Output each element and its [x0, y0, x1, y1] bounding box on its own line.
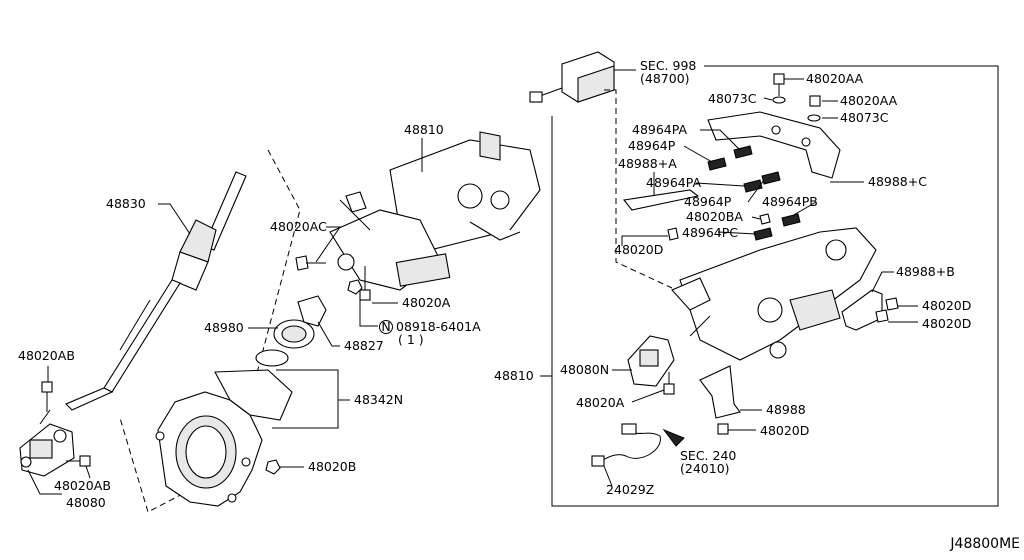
- part-labels: 48810 48830 48020AC 48020A 08918-6401A (…: [18, 58, 1020, 552]
- seal-48827: [297, 295, 327, 327]
- washer-48073C-1: [772, 96, 786, 104]
- bolt-48020D-4: [717, 423, 729, 435]
- label-48827: 48827: [344, 338, 384, 353]
- bolt-48020BA: [759, 213, 771, 225]
- label-48020B: 48020B: [308, 459, 356, 474]
- label-48964PA-2: 48964PA: [646, 175, 702, 190]
- label-48080N: 48080N: [560, 362, 609, 377]
- bolt-48020D-1: [667, 227, 679, 241]
- label-sec-998-ref: (48700): [640, 71, 690, 86]
- label-48988C: 48988+C: [868, 174, 927, 189]
- bracket-48988A: [622, 189, 700, 211]
- label-48020D-3: 48020D: [922, 316, 971, 331]
- label-sec-240-ref: (24010): [680, 461, 730, 476]
- pad-48964P-2: [761, 171, 781, 185]
- label-sec-240: SEC. 240: [680, 448, 736, 463]
- label-48020BA: 48020BA: [686, 209, 743, 224]
- pad-48964PC: [753, 227, 773, 241]
- bolt-48020AB-top: [41, 381, 53, 412]
- label-48964P-1: 48964P: [628, 138, 676, 153]
- label-48020AA-2: 48020AA: [840, 93, 898, 108]
- pad-48964P-1: [707, 157, 727, 171]
- label-48020AB-bottom: 48020AB: [54, 478, 111, 493]
- label-48980: 48980: [204, 320, 244, 335]
- pad-48964PB: [781, 213, 801, 227]
- label-48020AC: 48020AC: [270, 219, 327, 234]
- bolt-48020D-3: [875, 309, 889, 323]
- bolt-48020AA-2: [809, 95, 821, 107]
- label-48810-top: 48810: [404, 122, 444, 137]
- label-48020AB-top: 48020AB: [18, 348, 75, 363]
- steering-column-48810-top: [329, 131, 541, 291]
- bolt-48020AB-bottom: [66, 455, 91, 467]
- universal-joint-48080N: [627, 335, 675, 387]
- label-48020A-left: 48020A: [402, 295, 451, 310]
- washer-48073C-2: [807, 114, 821, 122]
- label-08918-qty: ( 1 ): [398, 332, 424, 347]
- steering-column-48810-right: [671, 227, 877, 361]
- bracket-48988: [699, 365, 741, 419]
- diagram-code: J48800ME: [949, 536, 1020, 552]
- label-48073C-2: 48073C: [840, 110, 889, 125]
- label-08918-6401A: 08918-6401A: [396, 319, 481, 334]
- bolt-48020A-left: [359, 266, 371, 301]
- bolt-48020A-right: [663, 372, 675, 395]
- label-48020A-right: 48020A: [576, 395, 625, 410]
- label-48020D-1: 48020D: [614, 242, 663, 257]
- label-48964PB: 48964PB: [762, 194, 818, 209]
- label-48964PC: 48964PC: [682, 225, 738, 240]
- clamp-48980: [255, 319, 315, 367]
- bolt-48020AA-1: [773, 73, 785, 96]
- label-sec-998: SEC. 998: [640, 58, 696, 73]
- label-24029Z: 24029Z: [606, 482, 654, 497]
- module-dashed-leader: [604, 89, 673, 289]
- label-48080: 48080: [66, 495, 106, 510]
- bracket-48988C: [707, 111, 841, 179]
- leader-lines: [27, 69, 918, 495]
- label-48964P-2: 48964P: [684, 194, 732, 209]
- label-48830: 48830: [106, 196, 146, 211]
- steering-shaft-48830: [65, 171, 247, 411]
- label-48020D-2: 48020D: [922, 298, 971, 313]
- bolt-48020D-2: [885, 297, 899, 311]
- label-48020AA-1: 48020AA: [806, 71, 864, 86]
- nut-symbol-n: N: [379, 319, 393, 334]
- bolt-48020B: [265, 459, 281, 475]
- nut-08918-6401A: [347, 279, 363, 295]
- column-boot-48342N: [155, 369, 293, 507]
- label-48073C-1: 48073C: [708, 91, 757, 106]
- bolt-48020AC: [295, 255, 326, 271]
- control-module-sec-998: [529, 51, 615, 103]
- universal-joint-48080: [19, 409, 75, 477]
- label-48342N: 48342N: [354, 392, 403, 407]
- label-48810-right: 48810: [494, 368, 534, 383]
- bracket-48988B: [841, 289, 883, 331]
- label-48988: 48988: [766, 402, 806, 417]
- n-symbol-text: N: [381, 319, 390, 334]
- pad-48964PA-1: [733, 145, 753, 159]
- label-48988A: 48988+A: [618, 156, 677, 171]
- label-48020D-4: 48020D: [760, 423, 809, 438]
- harness-24029Z: [591, 423, 685, 467]
- label-48964PA-1: 48964PA: [632, 122, 688, 137]
- label-48988B: 48988+B: [896, 264, 955, 279]
